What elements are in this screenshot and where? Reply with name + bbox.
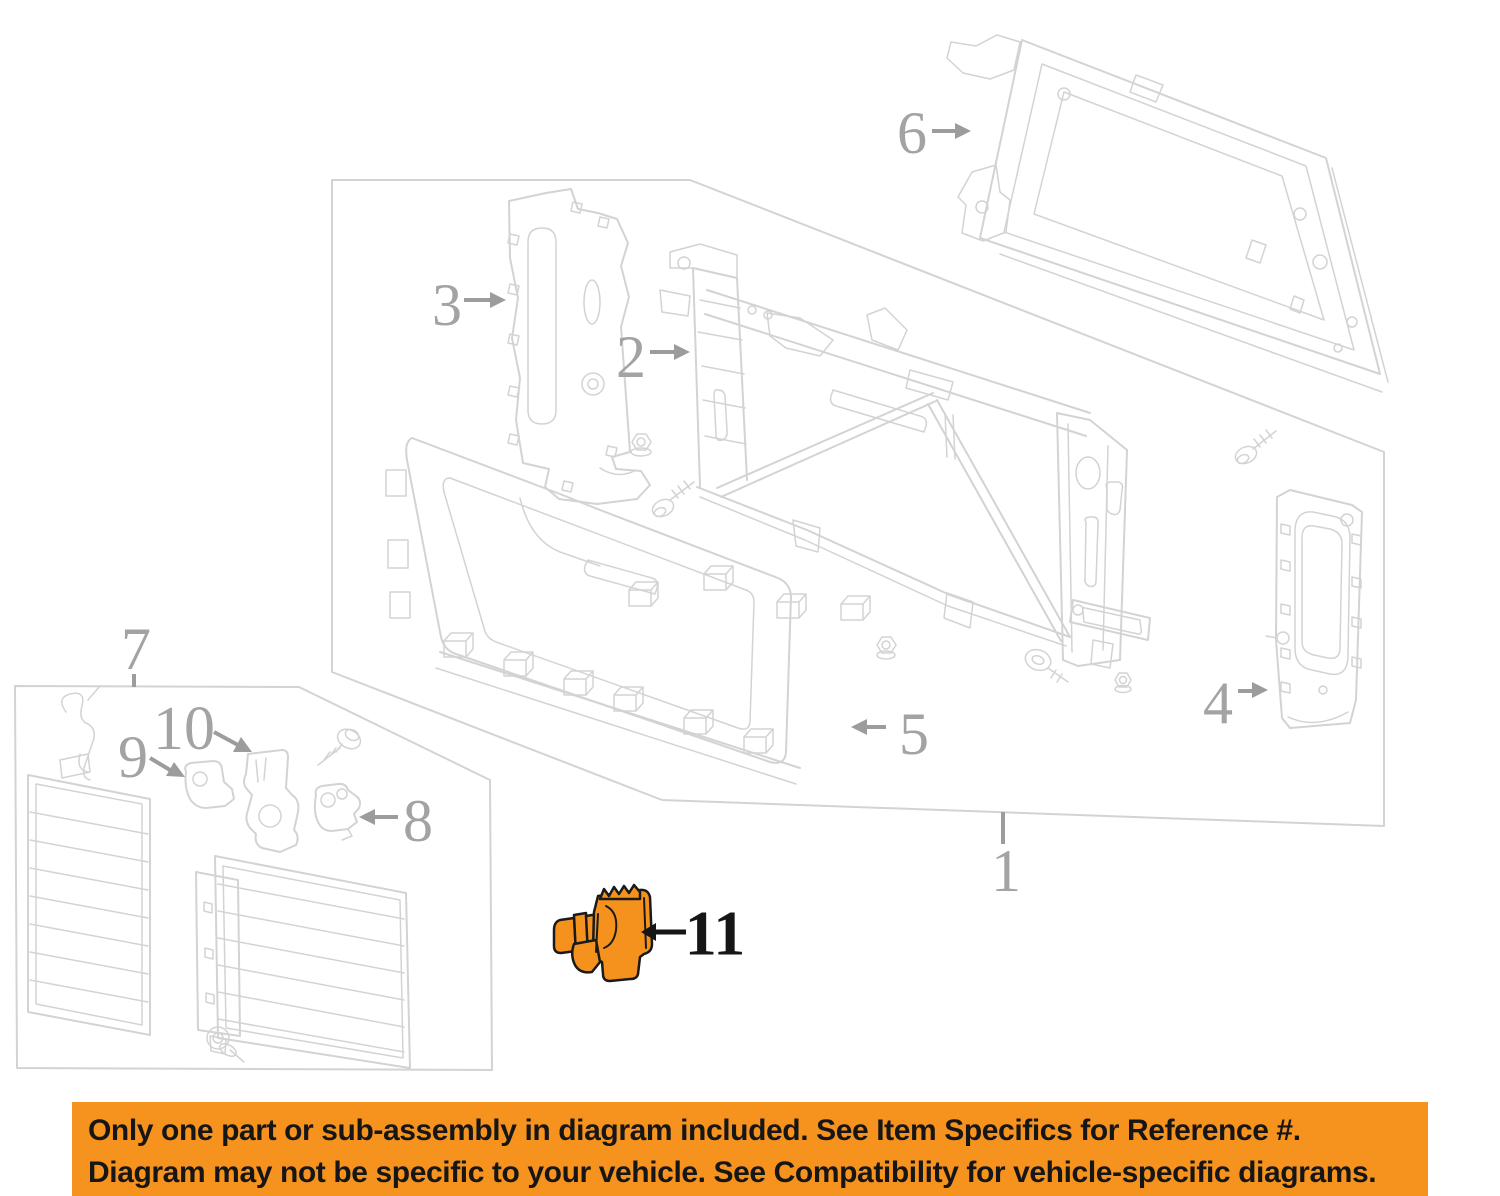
callout-2-label: 2: [616, 324, 646, 390]
part2-upper-frame: [659, 243, 1151, 669]
callout-11-label: 11: [685, 898, 745, 969]
part6-panel: [946, 34, 1389, 393]
callout-4: 4: [1203, 670, 1268, 736]
part11-lobe: [571, 938, 602, 974]
callout-10: 10: [153, 695, 252, 763]
callout-10-label: 10: [153, 695, 215, 763]
callouts: 1 2 3 4 5 6 7: [118, 100, 1268, 904]
part10-latch: [243, 749, 300, 853]
fasteners: [630, 429, 1277, 694]
callout-6: 6: [897, 100, 971, 166]
part3-bracket: [507, 188, 651, 505]
callout-5-label: 5: [899, 701, 929, 767]
callout-8-label: 8: [403, 788, 433, 854]
callout-9: 9: [118, 724, 185, 790]
disclaimer-line-2: Diagram may not be specific to your vehi…: [88, 1156, 1377, 1189]
callout-1-label: 1: [991, 838, 1021, 904]
callout-3: 3: [432, 272, 506, 338]
callout-5: 5: [851, 701, 929, 767]
pushpin-in-box: [206, 1026, 245, 1063]
part4-bracket: [1265, 489, 1363, 729]
callout-4-label: 4: [1203, 670, 1233, 736]
callout-9-label: 9: [118, 724, 148, 790]
callout-6-label: 6: [897, 100, 927, 166]
main-frame-border: [331, 179, 1385, 827]
disclaimer-banner: Only one part or sub-assembly in diagram…: [72, 1102, 1428, 1196]
callout-1: 1: [991, 812, 1021, 904]
highlighted-part-11: 11: [552, 883, 745, 983]
part8-sensor-bracket: [313, 782, 361, 841]
part11-ribs: [598, 883, 642, 901]
callout-2: 2: [616, 324, 690, 390]
callout-7: 7: [121, 616, 151, 687]
disclaimer-line-1: Only one part or sub-assembly in diagram…: [88, 1114, 1301, 1147]
callout-3-label: 3: [432, 272, 462, 338]
bolt-in-box: [317, 728, 362, 766]
part5-opening-frame: [385, 437, 871, 785]
callout-7-label: 7: [121, 616, 151, 682]
part11-body: [591, 888, 654, 983]
part11-barrel: [552, 916, 578, 955]
part9-bracket: [184, 760, 235, 809]
callout-8: 8: [359, 788, 433, 854]
part7-shutter-assembly: [14, 685, 493, 1071]
